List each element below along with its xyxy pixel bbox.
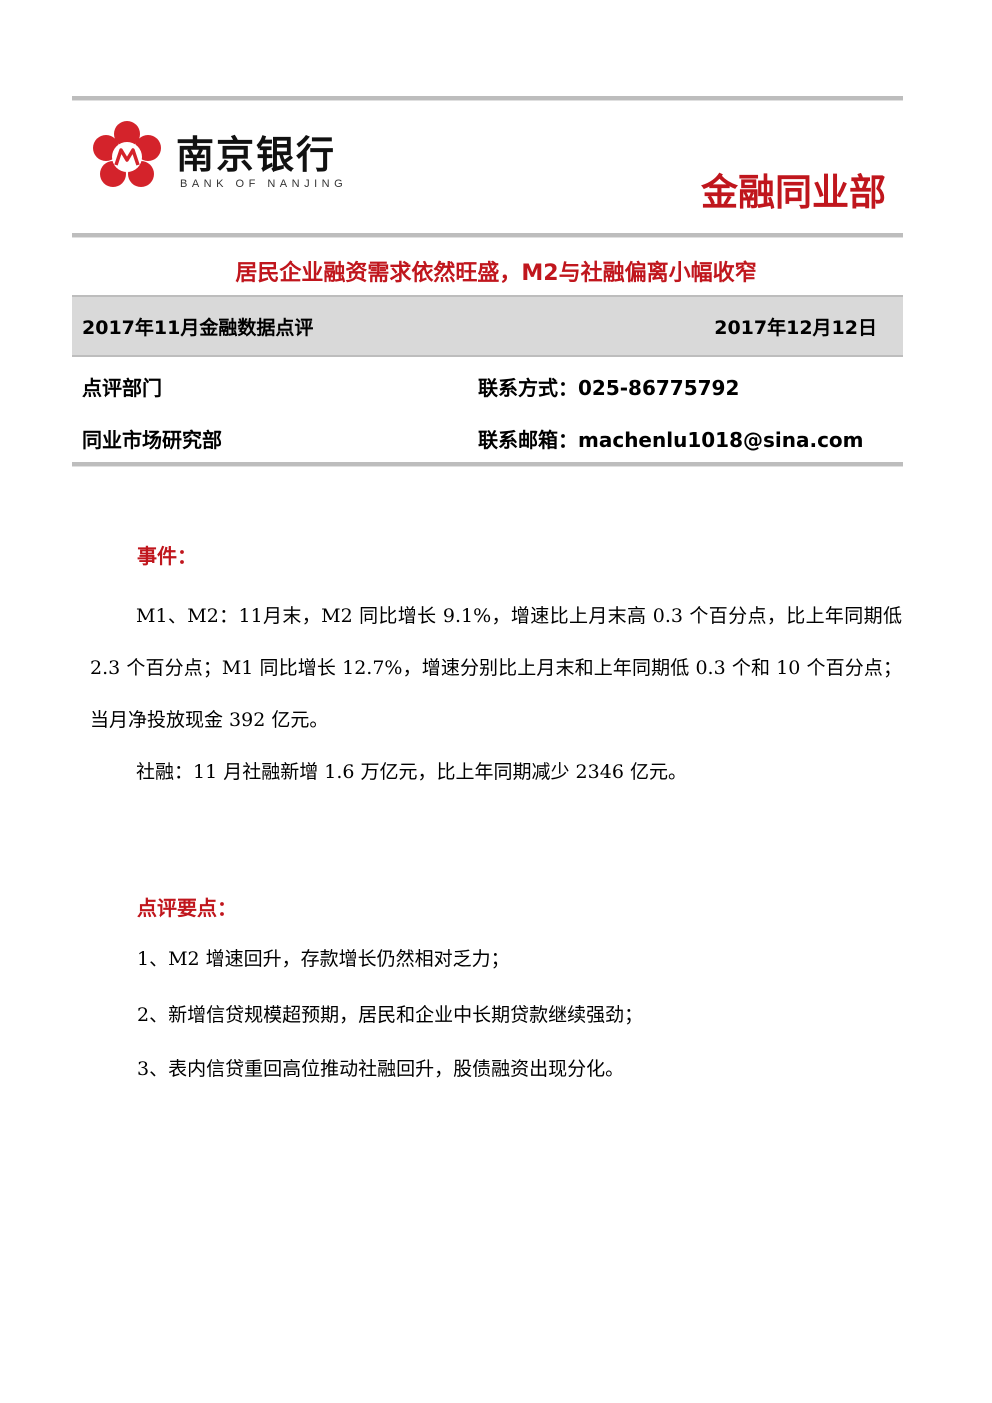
- contact-email: 联系邮箱：machenlu1018@sina.com: [478, 428, 864, 452]
- event-social-financing-text: 社融：11 月社融新增 1.6 万亿元，比上年同期减少 2346 亿元。: [136, 761, 687, 783]
- report-date: 2017年12月12日: [714, 317, 877, 339]
- logo-english-name: BANK OF NANJING: [180, 178, 348, 190]
- point-item: 3、表内信贷重回高位推动社融回升，股债融资出现分化。: [137, 1058, 625, 1080]
- event-section-title: 事件：: [137, 544, 197, 568]
- report-headline: 居民企业融资需求依然旺盛，M2与社融偏离小幅收窄: [235, 261, 757, 286]
- dept-label: 点评部门: [82, 376, 162, 400]
- point-item: 1、M2 增速回升，存款增长仍然相对乏力；: [137, 948, 510, 970]
- contact-phone: 联系方式：025-86775792: [478, 376, 740, 400]
- report-info-band: 2017年11月金融数据点评 2017年12月12日: [72, 295, 903, 357]
- point-item: 2、新增信贷规模超预期，居民和企业中长期贷款继续强劲；: [137, 1004, 644, 1026]
- mid-divider: [72, 233, 903, 238]
- top-divider: [72, 96, 903, 101]
- bank-emblem-icon: [93, 121, 161, 187]
- department-title: 金融同业部: [701, 171, 886, 214]
- dept-value: 同业市场研究部: [82, 428, 222, 452]
- bank-logo: 南京银行 BANK OF NANJING: [90, 120, 350, 200]
- report-name: 2017年11月金融数据点评: [82, 317, 314, 339]
- points-section-title: 点评要点：: [137, 896, 237, 920]
- event-m1-m2-text: M1、M2：11月末，M2 同比增长 9.1%，增速比上月末高 0.3 个百分点…: [90, 605, 902, 731]
- logo-chinese-name: 南京银行: [176, 132, 337, 177]
- event-paragraph: M1、M2：11月末，M2 同比增长 9.1%，增速比上月末高 0.3 个百分点…: [90, 590, 902, 798]
- bottom-divider: [72, 462, 903, 467]
